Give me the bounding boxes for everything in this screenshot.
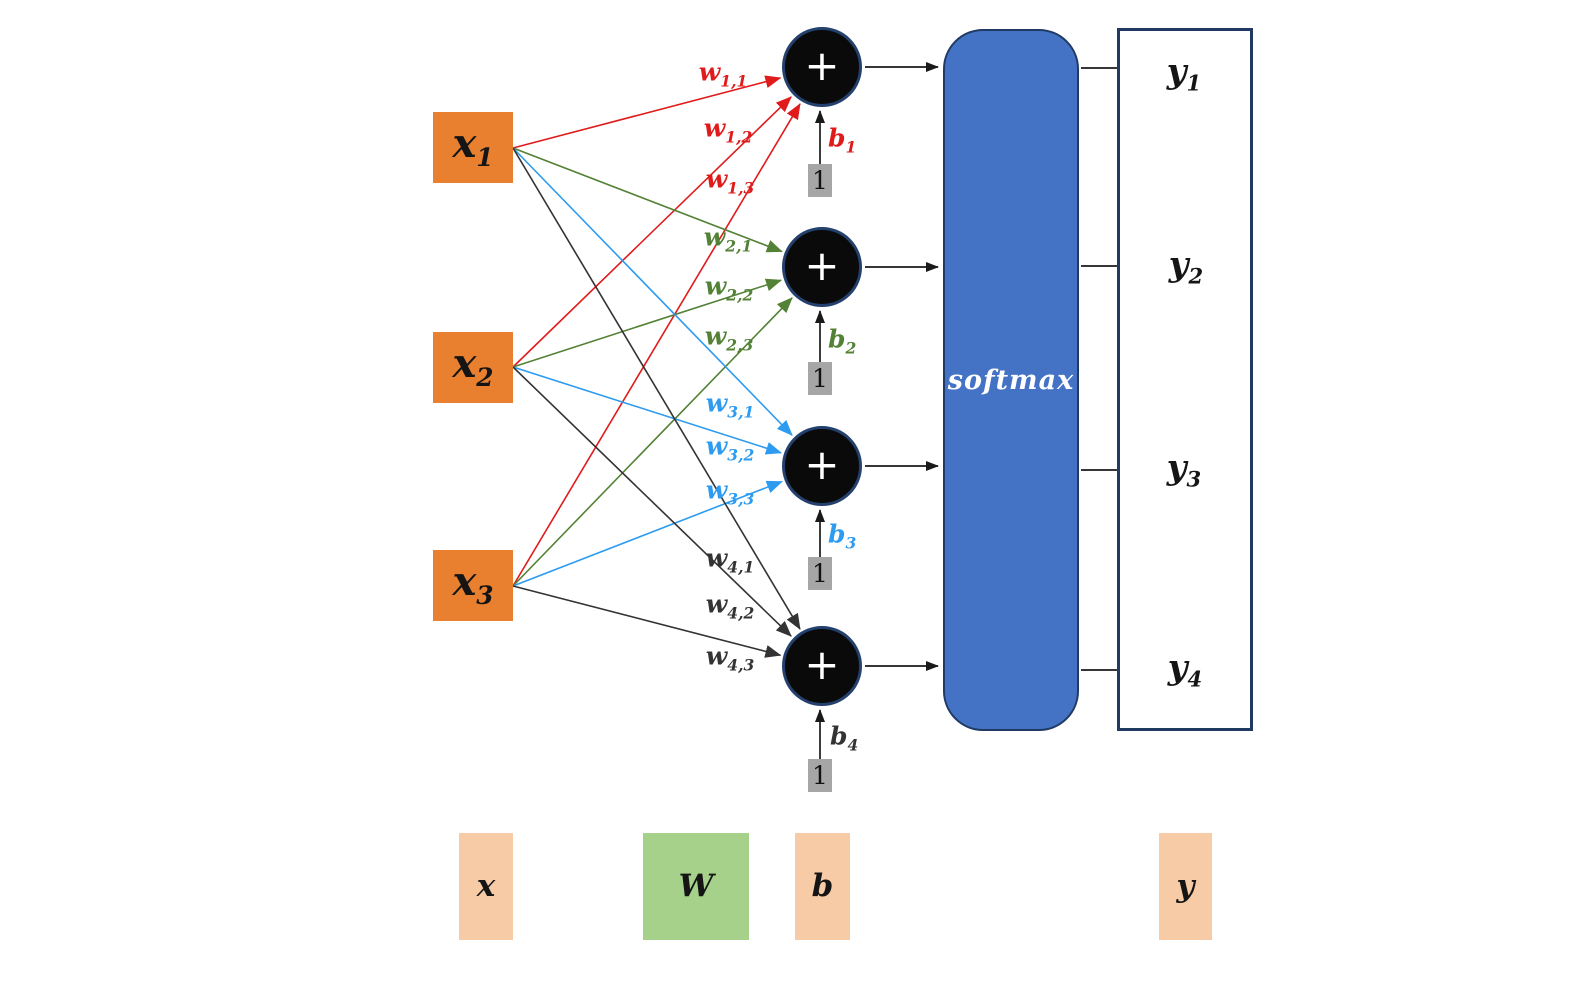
output-vector-box <box>1117 28 1253 731</box>
softmax-block: softmax <box>943 29 1079 731</box>
input-label-x3: x3 <box>452 558 494 611</box>
legend-x: x <box>459 833 513 940</box>
softmax-label: softmax <box>947 364 1075 396</box>
sum-node-3: + <box>782 426 862 506</box>
bias-constant-box-3: 1 <box>808 557 832 590</box>
weight-label-w11: w1,1 <box>698 57 748 91</box>
input-label-x2: x2 <box>452 340 494 393</box>
weight-label-w32: w3,2 <box>705 431 755 465</box>
output-label-y2: y2 <box>1168 244 1204 289</box>
edge-x3-n1 <box>512 103 801 587</box>
sum-node-1: + <box>782 27 862 107</box>
edge-x1-n1 <box>512 75 782 149</box>
plus-icon: + <box>804 40 840 90</box>
weight-label-w41: w4,1 <box>705 543 755 577</box>
weight-label-w43: w4,3 <box>705 641 755 675</box>
edge-x1-n4 <box>512 147 801 630</box>
edge-x3-n3 <box>512 480 783 587</box>
sum-node-4: + <box>782 626 862 706</box>
bias-label-b4: b4 <box>830 721 859 755</box>
weight-label-w31: w3,1 <box>705 388 755 422</box>
plus-icon: + <box>804 639 840 689</box>
edge-x2-n2 <box>512 278 783 368</box>
bias-label-b2: b2 <box>828 324 857 358</box>
bias-label-b3: b3 <box>828 519 857 553</box>
weight-label-w33: w3,3 <box>705 475 755 509</box>
legend-y: y <box>1159 833 1212 940</box>
edge-x2-n4 <box>512 366 792 637</box>
weight-label-w12: w1,2 <box>703 113 753 147</box>
bias-constant-box-4: 1 <box>808 759 832 792</box>
bias-constant-box-1: 1 <box>808 164 832 197</box>
edge-x1-n2 <box>512 147 783 253</box>
bias-label-b1: b1 <box>828 123 857 157</box>
sum-node-2: + <box>782 227 862 307</box>
edge-x3-n4 <box>512 585 782 658</box>
weight-label-w22: w2,2 <box>704 271 754 305</box>
edge-x3-n2 <box>512 297 793 587</box>
output-label-y1: y1 <box>1166 51 1202 96</box>
output-label-y4: y4 <box>1167 647 1203 692</box>
input-box-x1: x1 <box>433 112 513 183</box>
plus-icon: + <box>804 439 840 489</box>
legend-b: b <box>795 833 850 940</box>
weight-label-w13: w1,3 <box>705 164 755 198</box>
weight-label-w21: w2,1 <box>703 222 753 256</box>
plus-icon: + <box>804 240 840 290</box>
bias-constant-box-2: 1 <box>808 362 832 395</box>
edge-x2-n1 <box>512 96 792 368</box>
input-box-x2: x2 <box>433 332 513 403</box>
edge-x1-n3 <box>512 147 793 436</box>
input-box-x3: x3 <box>433 550 513 621</box>
output-label-y3: y3 <box>1166 447 1202 492</box>
input-label-x1: x1 <box>452 120 494 173</box>
weight-label-w42: w4,2 <box>705 589 755 623</box>
legend-W: W <box>643 833 749 940</box>
edge-x2-n3 <box>512 366 783 455</box>
weight-label-w23: w2,3 <box>704 321 754 355</box>
